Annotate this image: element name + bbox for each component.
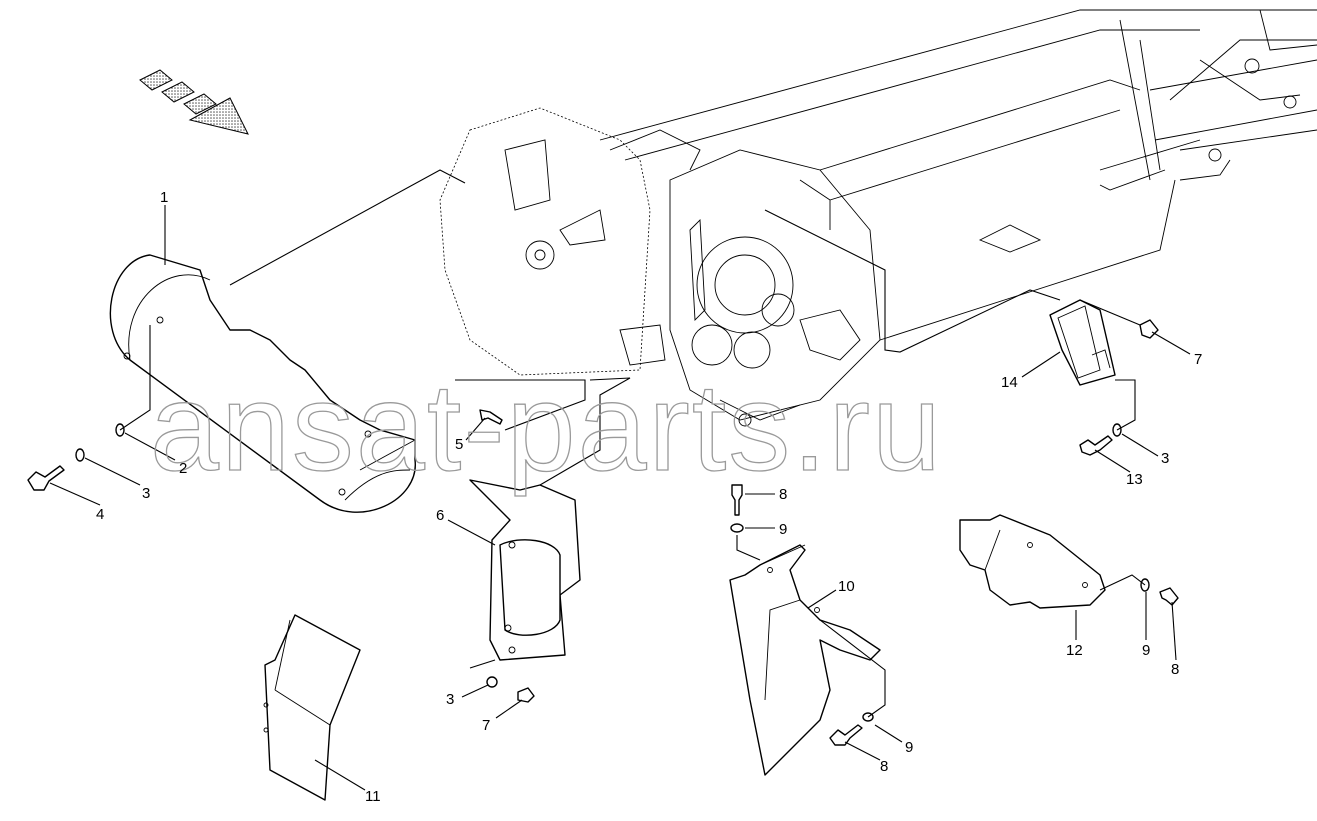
callout-8: 8 — [779, 486, 787, 503]
header-frame — [439, 9, 1317, 427]
callout-14: 14 — [1001, 374, 1018, 391]
callout-3: 3 — [446, 691, 454, 708]
callout-5: 5 — [455, 436, 463, 453]
travel-direction-arrow-icon — [139, 69, 249, 135]
callout-8: 8 — [880, 758, 888, 775]
callout-9: 9 — [905, 739, 913, 756]
leader-lines — [49, 205, 1191, 791]
part-10-shield — [729, 544, 881, 776]
callout-8: 8 — [1171, 661, 1179, 678]
part-6-shield — [469, 479, 581, 661]
watermark-text: ansat-parts.ru — [150, 359, 943, 497]
callout-1: 1 — [160, 189, 168, 206]
callout-4: 4 — [96, 506, 104, 523]
callout-labels: 1 2 3 4 5 6 3 7 11 8 9 10 9 8 12 9 8 14 … — [96, 189, 1202, 805]
callout-10: 10 — [838, 578, 855, 595]
part-12-shield — [959, 514, 1106, 609]
callout-2: 2 — [179, 460, 187, 477]
callout-13: 13 — [1126, 471, 1143, 488]
callout-12: 12 — [1066, 642, 1083, 659]
callout-3: 3 — [1161, 450, 1169, 467]
part-11-shield — [263, 614, 361, 801]
callout-9: 9 — [779, 521, 787, 538]
callout-7: 7 — [482, 717, 490, 734]
connector-lines — [119, 169, 1146, 718]
callout-11: 11 — [365, 788, 381, 805]
callout-3: 3 — [142, 485, 150, 502]
part-1-belt-guard — [109, 254, 416, 513]
fasteners — [27, 319, 1179, 746]
callout-9: 9 — [1142, 642, 1150, 659]
part-14-bracket — [1049, 299, 1116, 386]
callout-7: 7 — [1194, 351, 1202, 368]
callout-6: 6 — [436, 507, 444, 524]
